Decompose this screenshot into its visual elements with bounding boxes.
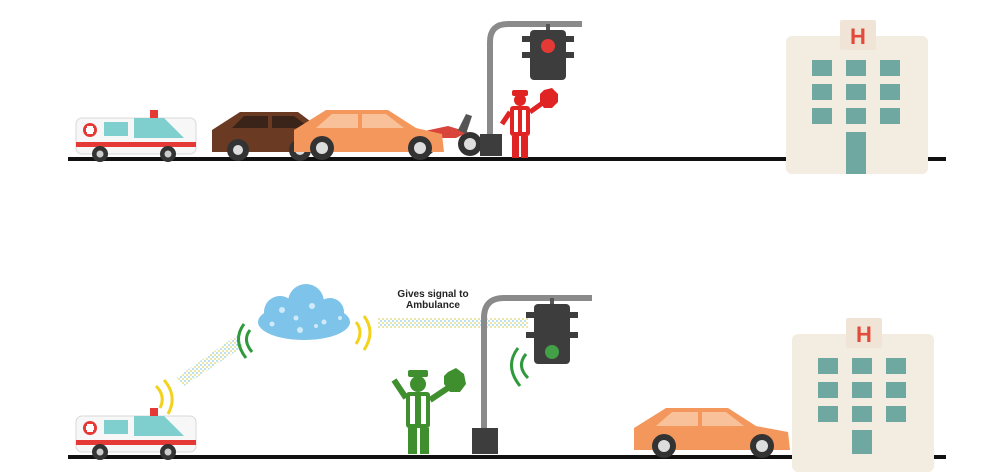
traffic-light-icon (472, 295, 592, 454)
green-light (545, 345, 559, 359)
wireless-signal-icon (237, 323, 254, 359)
bottom-ground-line (68, 455, 946, 459)
hospital-sign-letter: H (850, 24, 866, 49)
wireless-signal-icon (510, 347, 530, 387)
wireless-signal-icon (354, 315, 372, 351)
ambulance-icon (75, 110, 197, 162)
cloud-icon (258, 284, 350, 340)
car-icon (634, 408, 790, 458)
top-scene: H (68, 20, 946, 174)
wireless-signal-icon (154, 379, 174, 415)
hospital-sign-letter: H (856, 322, 872, 347)
signal-beam (378, 318, 528, 328)
traffic-police-icon (391, 368, 466, 454)
traffic-light-icon (480, 21, 582, 156)
hospital-icon: H (792, 318, 934, 472)
car-icon (294, 110, 444, 160)
signal-caption-line-1: Gives signal to (397, 289, 469, 300)
hospital-icon: H (786, 20, 928, 174)
ambulance-icon (75, 408, 197, 460)
signal-beam (176, 336, 244, 386)
signal-caption: Gives signal to Ambulance (378, 289, 488, 311)
traffic-police-icon (499, 88, 558, 158)
signal-caption-line-2: Ambulance (406, 300, 460, 311)
top-ground-line (68, 157, 946, 161)
red-light (541, 39, 555, 53)
bottom-scene: H (68, 284, 946, 472)
